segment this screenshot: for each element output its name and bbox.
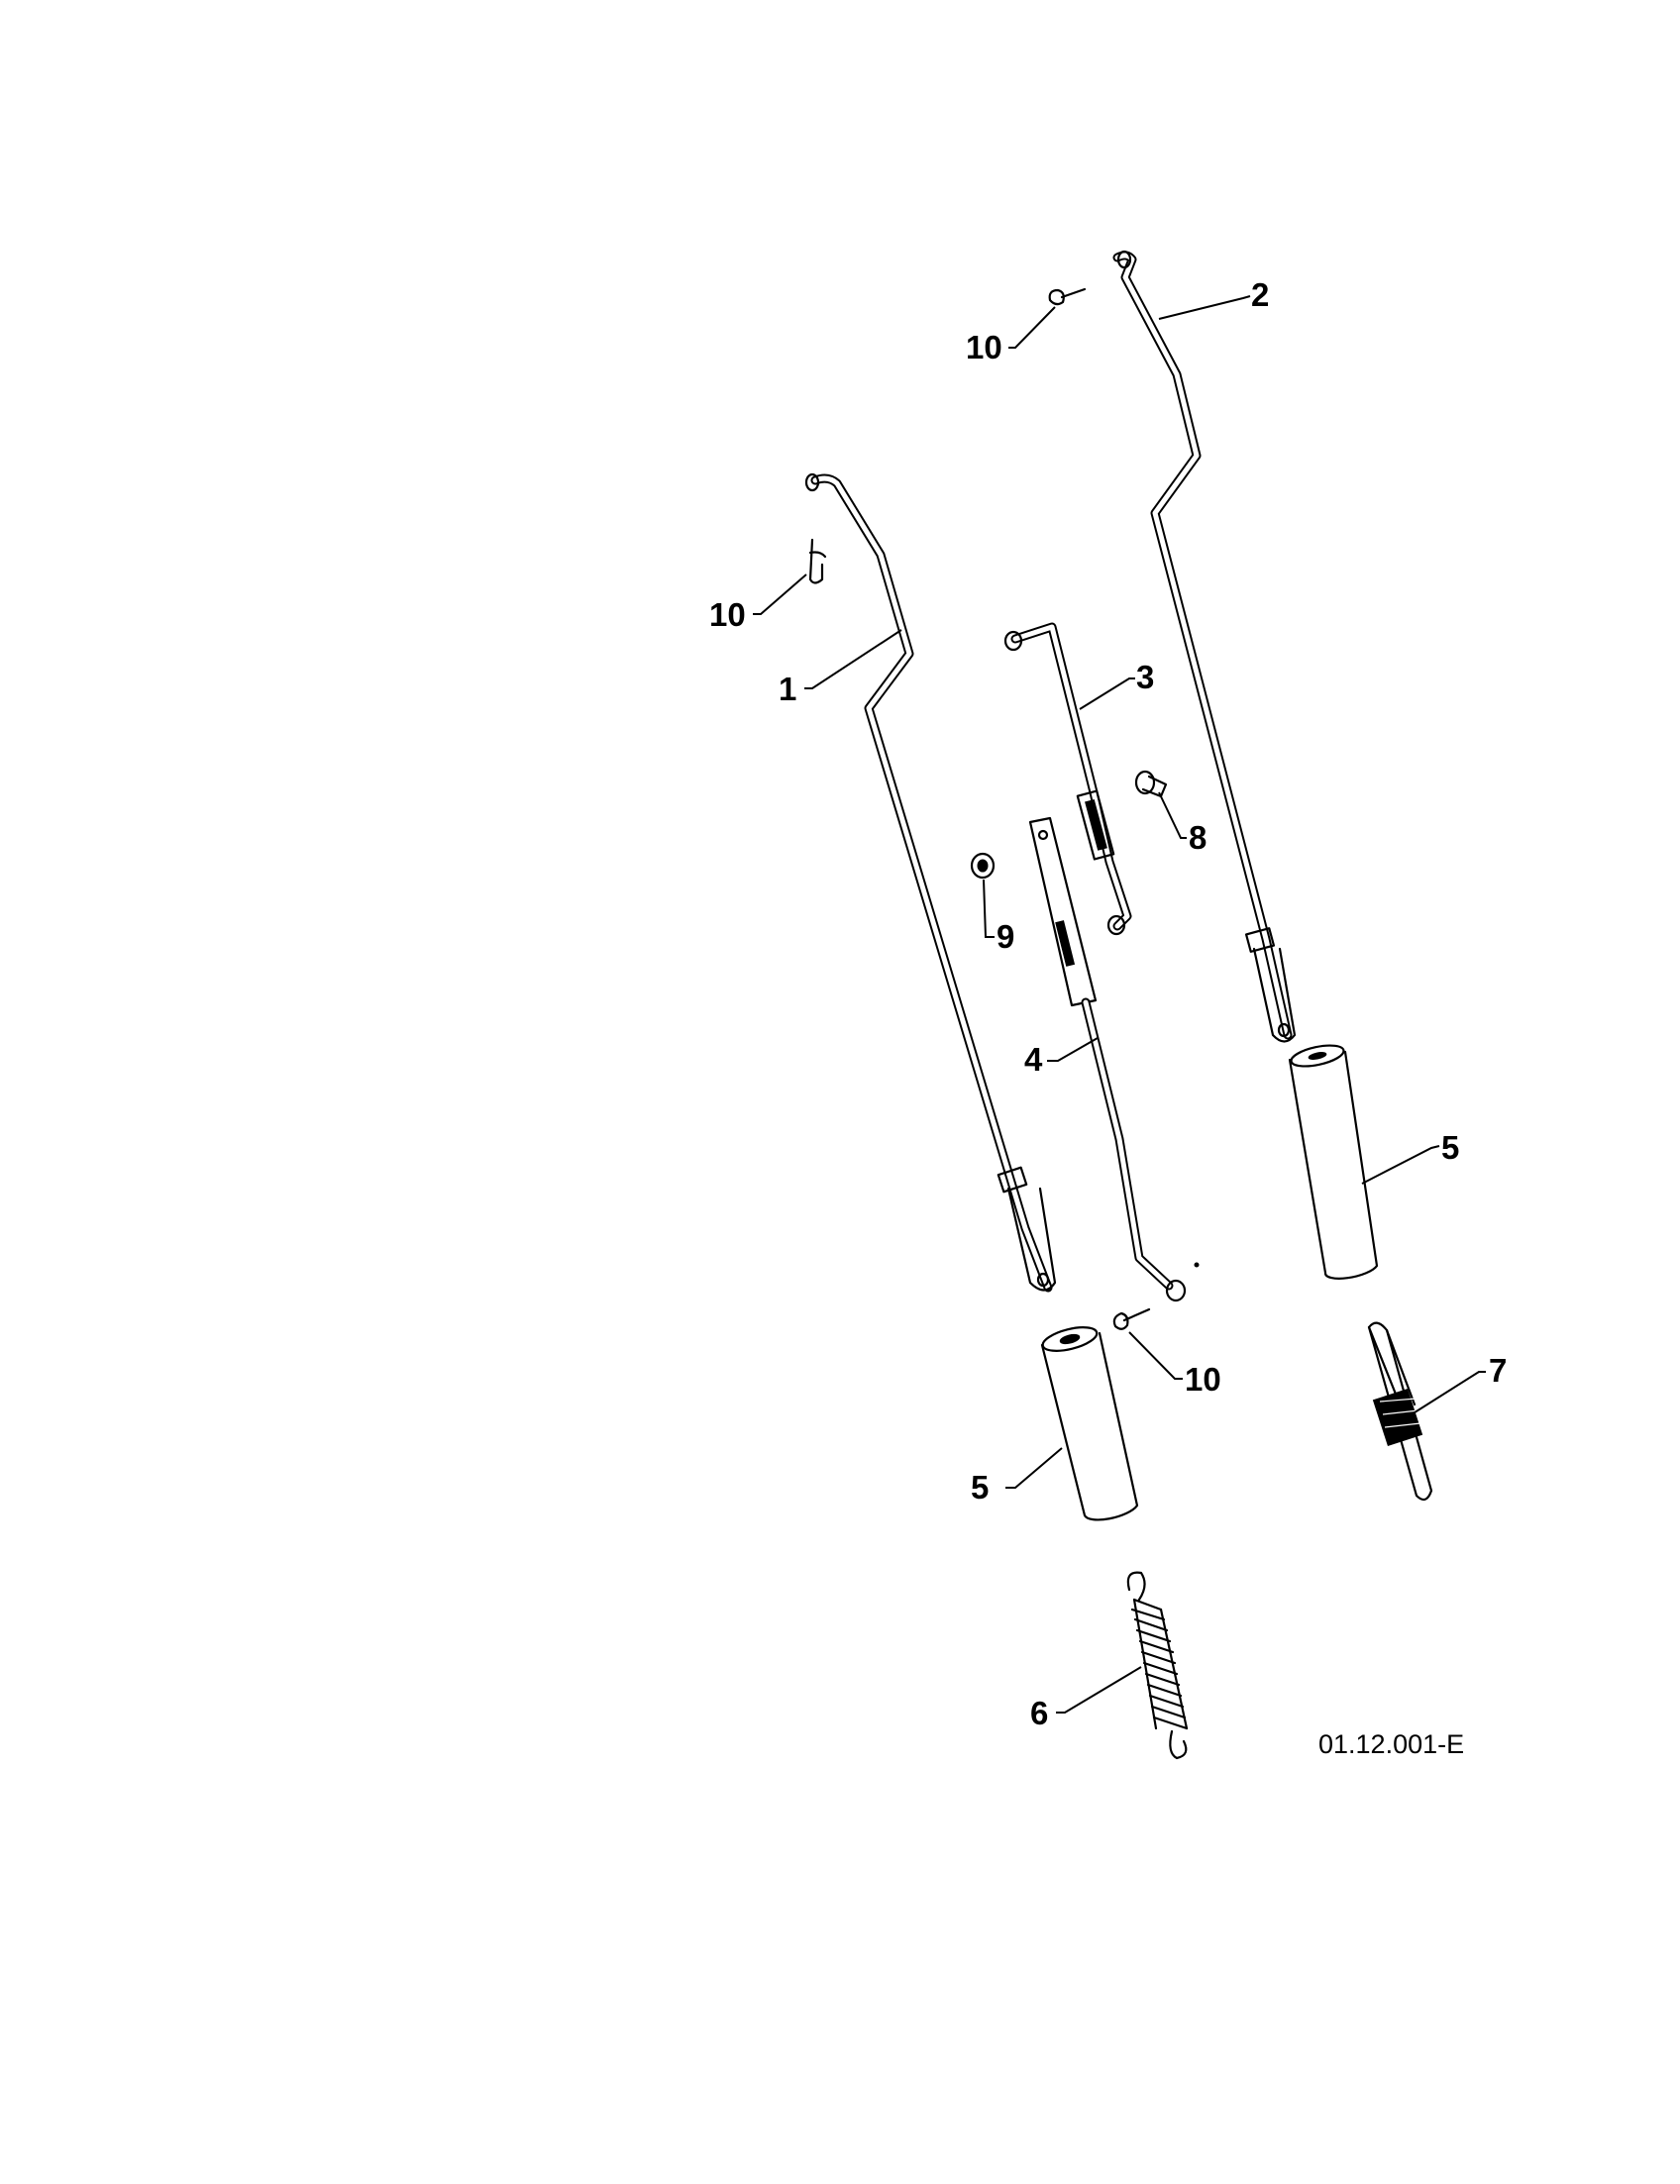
callout-6: 6 bbox=[1030, 1695, 1048, 1731]
callout-10-top: 10 bbox=[966, 329, 1002, 365]
callout-4: 4 bbox=[1024, 1041, 1043, 1078]
part-10-hairpin-clip-left bbox=[808, 538, 827, 584]
callout-labels: 1 2 3 4 5 5 6 7 8 9 10 10 10 bbox=[709, 276, 1507, 1731]
callout-10-bottom: 10 bbox=[1185, 1361, 1221, 1398]
part-10-hairpin-clip-bottom bbox=[1112, 1307, 1151, 1330]
part-7-compression-spring bbox=[1367, 1321, 1433, 1502]
leader-6 bbox=[1056, 1666, 1142, 1714]
leader-10-left bbox=[753, 573, 807, 615]
leader-lines bbox=[753, 295, 1486, 1714]
part-8-clevis-pin bbox=[1134, 770, 1168, 798]
leader-10-bottom bbox=[1128, 1331, 1183, 1380]
part-6-extension-spring bbox=[1126, 1571, 1189, 1760]
part-4-linkage-rod bbox=[1028, 816, 1200, 1302]
part-5-grip-right bbox=[1288, 1044, 1379, 1280]
diagram-reference-code: 01.12.001-E bbox=[1318, 1729, 1464, 1759]
part-2-control-rod bbox=[1112, 250, 1297, 1043]
part-1-control-rod bbox=[804, 472, 1057, 1293]
leader-5-right bbox=[1361, 1145, 1440, 1185]
callout-5-right: 5 bbox=[1441, 1129, 1459, 1166]
callout-5-left: 5 bbox=[971, 1469, 989, 1506]
leader-3 bbox=[1079, 677, 1135, 710]
leader-8 bbox=[1158, 791, 1187, 839]
part-10-hairpin-clip-top bbox=[1048, 287, 1087, 306]
callout-9: 9 bbox=[997, 918, 1014, 955]
leader-7 bbox=[1411, 1371, 1486, 1415]
callout-1: 1 bbox=[779, 671, 796, 707]
leader-4 bbox=[1047, 1037, 1099, 1062]
leader-9 bbox=[983, 879, 995, 938]
leader-2 bbox=[1158, 295, 1251, 320]
part-5-grip-left bbox=[1040, 1326, 1139, 1521]
callout-2: 2 bbox=[1251, 276, 1269, 313]
callout-3: 3 bbox=[1136, 659, 1154, 695]
callout-7: 7 bbox=[1489, 1352, 1507, 1389]
part-3-bracket-rod bbox=[1003, 622, 1132, 936]
callout-8: 8 bbox=[1189, 819, 1207, 856]
leader-1 bbox=[804, 629, 902, 689]
callout-10-left: 10 bbox=[709, 596, 746, 633]
leader-5-left bbox=[1005, 1447, 1063, 1489]
part-9-nut bbox=[970, 852, 996, 880]
leader-10-top bbox=[1008, 306, 1056, 349]
